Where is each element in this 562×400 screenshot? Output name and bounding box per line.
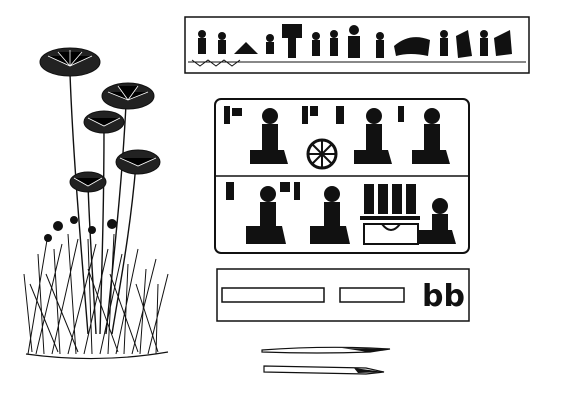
scribe-palette-illustration: bb bbox=[216, 268, 470, 322]
scribes-relief-illustration bbox=[214, 98, 470, 254]
palette-inscription: bb bbox=[422, 279, 465, 314]
procession-frieze-illustration bbox=[184, 16, 530, 74]
reed-pen-icon bbox=[261, 346, 391, 375]
papyrus-plant-illustration bbox=[23, 47, 169, 360]
